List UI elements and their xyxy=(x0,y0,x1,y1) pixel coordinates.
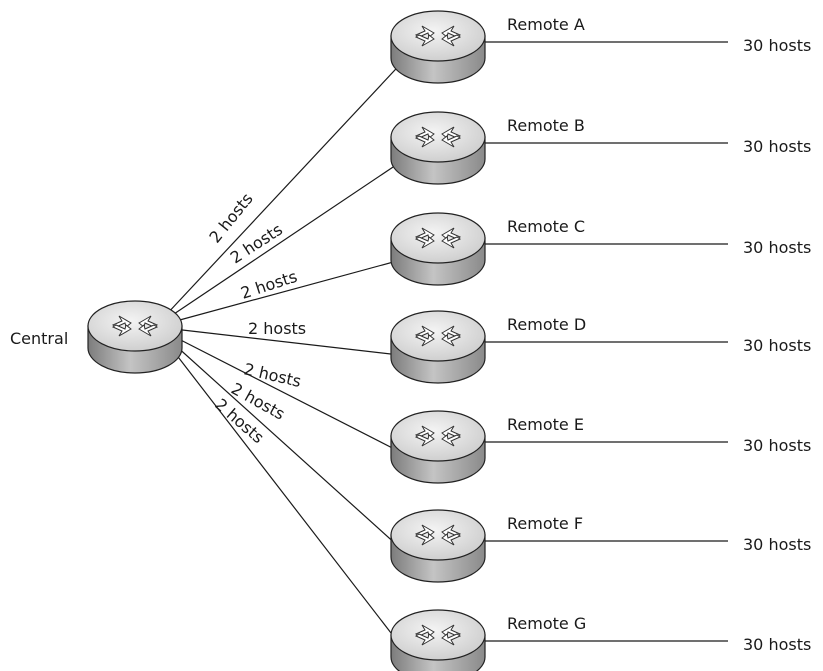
links-layer xyxy=(164,41,728,656)
remote-f-label: Remote F xyxy=(507,514,583,533)
remote-router-f-icon xyxy=(390,509,486,583)
remote-router-a-icon xyxy=(390,10,486,84)
lan-hosts-label-c: 30 hosts xyxy=(743,238,811,257)
remote-b-label: Remote B xyxy=(507,116,585,135)
remote-router-c-icon xyxy=(390,212,486,286)
link-hosts-label-c: 2 hosts xyxy=(238,267,299,303)
routers-layer xyxy=(87,10,486,671)
remote-g-label: Remote G xyxy=(507,614,586,633)
link-central-remote-d xyxy=(164,327,409,357)
remote-d-label: Remote D xyxy=(507,315,586,334)
lan-hosts-label-g: 30 hosts xyxy=(743,635,811,654)
remote-a-label: Remote A xyxy=(507,15,585,34)
remote-router-g-icon xyxy=(390,609,486,671)
remote-router-d-icon xyxy=(390,310,486,384)
link-hosts-label-d: 2 hosts xyxy=(248,319,306,338)
remote-c-label: Remote C xyxy=(507,217,585,236)
link-central-remote-f xyxy=(164,335,409,556)
remote-router-e-icon xyxy=(390,410,486,484)
link-central-remote-g xyxy=(164,339,409,656)
link-central-remote-b xyxy=(164,156,409,321)
lan-hosts-label-a: 30 hosts xyxy=(743,36,811,55)
link-central-remote-a xyxy=(164,55,409,317)
lan-hosts-label-f: 30 hosts xyxy=(743,535,811,554)
lan-hosts-label-b: 30 hosts xyxy=(743,137,811,156)
remote-router-b-icon xyxy=(390,111,486,185)
lan-hosts-label-e: 30 hosts xyxy=(743,436,811,455)
link-central-remote-e xyxy=(164,331,409,457)
lan-hosts-label-d: 30 hosts xyxy=(743,336,811,355)
link-central-remote-c xyxy=(164,257,409,325)
remote-e-label: Remote E xyxy=(507,415,584,434)
central-router-icon xyxy=(87,300,183,374)
central-label: Central xyxy=(10,329,68,348)
